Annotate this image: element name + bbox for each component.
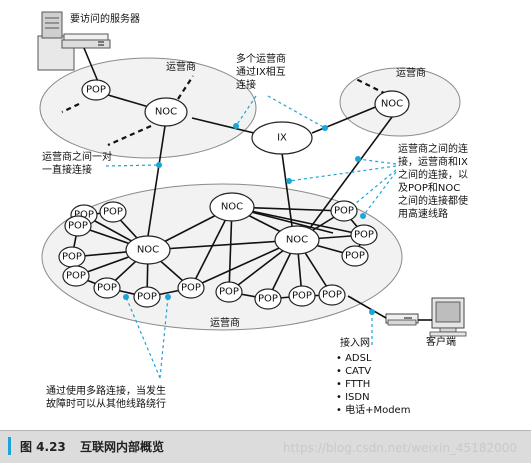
figure-caption-bar: 图 4.23 互联网内部概览 https://blog.csdn.net/wei… bbox=[0, 430, 531, 463]
svg-text:POP: POP bbox=[62, 252, 82, 263]
link-ix-noc-bottom bbox=[281, 152, 293, 227]
noc-node: NOC bbox=[125, 235, 171, 265]
pop-node: POP bbox=[177, 277, 205, 299]
server-icon bbox=[37, 11, 111, 71]
diagram-canvas: 要访问的服务器 客户端 bbox=[37, 11, 471, 416]
modem-icon bbox=[385, 313, 419, 326]
svg-text:POP: POP bbox=[74, 210, 94, 221]
dash-noc-left-up bbox=[177, 75, 194, 100]
pop-node: POP bbox=[341, 245, 369, 267]
caption-accent bbox=[8, 437, 11, 455]
svg-text:NOC: NOC bbox=[381, 99, 403, 110]
pop-node: POP bbox=[93, 277, 121, 299]
svg-text:POP: POP bbox=[345, 251, 365, 262]
svg-text:POP: POP bbox=[68, 221, 88, 232]
noc-node: NOC bbox=[209, 192, 255, 222]
ix-annotation: 多个运营商 通过IX相互 连接 bbox=[236, 52, 289, 91]
pop-node: POP bbox=[254, 288, 282, 310]
highspeed-line-annotation: 运营商之间的连 接，运营商和IX 之间的连接，以 及POP和NOC 之间的连接都… bbox=[398, 142, 471, 220]
link-pop-modem bbox=[347, 295, 387, 319]
noc-node: NOC bbox=[144, 97, 188, 127]
svg-text:POP: POP bbox=[86, 85, 106, 96]
pop-node: POP bbox=[288, 285, 316, 307]
access-network-item: • 电话+Modem bbox=[336, 403, 410, 416]
svg-text:NOC: NOC bbox=[137, 245, 159, 256]
noc-node: NOC bbox=[374, 90, 410, 118]
figure-title: 互联网内部概览 bbox=[80, 440, 165, 454]
callout-lines bbox=[105, 95, 397, 379]
pop-node: POP bbox=[318, 284, 346, 306]
watermark: https://blog.csdn.net/weixin_45182000 bbox=[282, 441, 517, 455]
access-network-item: • FTTH bbox=[336, 379, 370, 390]
svg-text:POP: POP bbox=[137, 292, 157, 303]
pop-node: POP bbox=[81, 79, 111, 101]
pop-node: POP bbox=[350, 224, 378, 246]
pop-node: POP bbox=[330, 200, 358, 222]
svg-text:POP: POP bbox=[354, 230, 374, 241]
svg-text:POP: POP bbox=[258, 294, 278, 305]
pop-node: POP bbox=[133, 286, 161, 308]
ix-label: IX bbox=[277, 133, 287, 144]
carrier-label: 运营商 bbox=[166, 60, 196, 73]
figure-number: 图 4.23 bbox=[20, 440, 66, 454]
dash-noc-right bbox=[355, 78, 387, 95]
svg-text:POP: POP bbox=[66, 271, 86, 282]
ix-node bbox=[251, 121, 313, 155]
svg-text:POP: POP bbox=[292, 291, 312, 302]
carrier-label: 运营商 bbox=[210, 316, 240, 329]
link-noc-left-ix bbox=[191, 117, 255, 134]
svg-text:POP: POP bbox=[322, 290, 342, 301]
server-label: 要访问的服务器 bbox=[70, 12, 140, 25]
client-label: 客户端 bbox=[426, 335, 456, 348]
client-monitor-icon bbox=[429, 297, 467, 337]
svg-text:POP: POP bbox=[103, 207, 123, 218]
multipath-annotation: 通过使用多路连接，当发生 故障时可以从其他线路绕行 bbox=[46, 384, 169, 410]
dash-noc-left-down bbox=[107, 124, 152, 147]
link-server-pop bbox=[83, 47, 100, 85]
access-network-list: • ADSL • CATV • FTTH • ISDN • 电话+Modem bbox=[336, 353, 410, 416]
svg-text:NOC: NOC bbox=[221, 202, 243, 213]
pop-node: POP bbox=[215, 281, 243, 303]
pop-node: POP bbox=[62, 265, 90, 287]
noc-node: NOC bbox=[274, 225, 320, 255]
svg-text:POP: POP bbox=[334, 206, 354, 217]
svg-text:NOC: NOC bbox=[286, 235, 308, 246]
callout-dots bbox=[123, 123, 375, 315]
pop-node: POP bbox=[58, 246, 86, 268]
dash-pop-left bbox=[61, 103, 80, 113]
pop-node: POP bbox=[99, 201, 127, 223]
access-network-item: • CATV bbox=[336, 366, 371, 377]
access-network-item: • ADSL bbox=[336, 353, 372, 364]
direct-connection-annotation: 运营商之间一对 一直接连接 bbox=[42, 150, 115, 176]
access-network-item: • ISDN bbox=[336, 392, 370, 403]
pop-node: POP bbox=[64, 215, 92, 237]
svg-text:POP: POP bbox=[181, 283, 201, 294]
link-noc-left-noc-bottom-left bbox=[147, 125, 166, 237]
svg-text:NOC: NOC bbox=[155, 107, 177, 118]
svg-text:POP: POP bbox=[219, 287, 239, 298]
access-network-title: 接入网 bbox=[340, 336, 370, 349]
svg-text:POP: POP bbox=[97, 283, 117, 294]
carrier-label: 运营商 bbox=[396, 66, 426, 79]
